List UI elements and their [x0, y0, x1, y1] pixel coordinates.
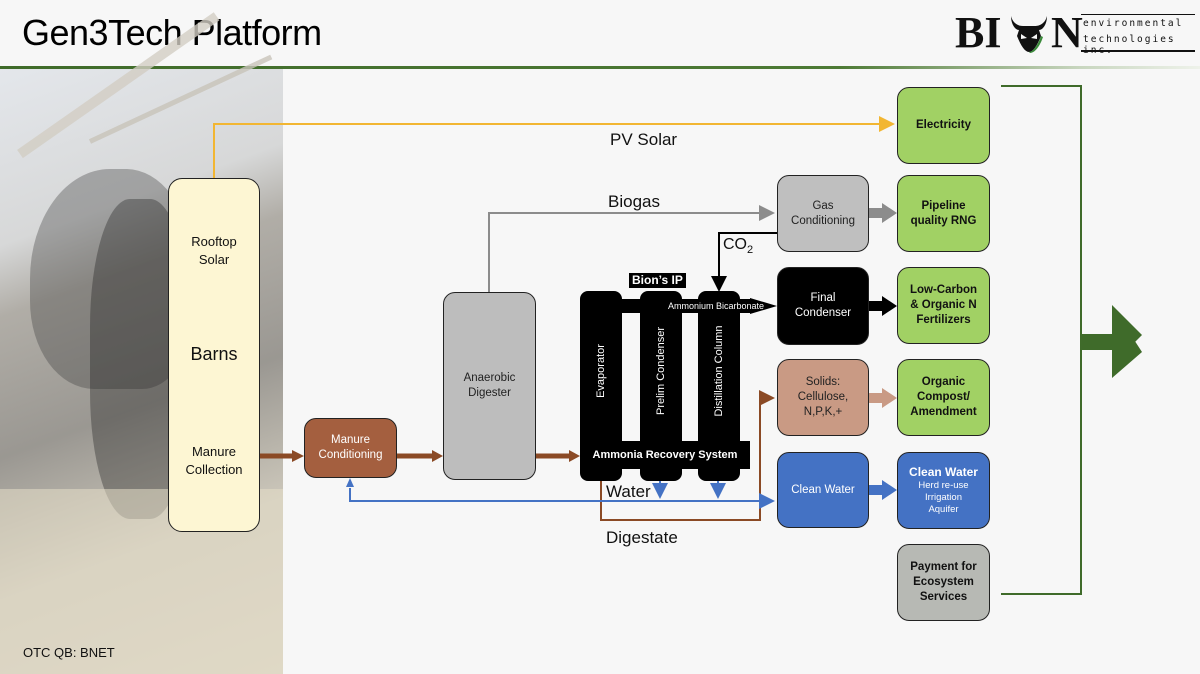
- barns-label: Barns: [190, 344, 238, 364]
- node-text: Collection: [185, 462, 243, 477]
- rng-arrow: [869, 203, 897, 223]
- fertilizer-arrow: [869, 296, 897, 316]
- output-electricity: Electricity: [897, 87, 990, 164]
- node-text: Prelim Condenser: [655, 326, 667, 416]
- node-text: Electricity: [916, 119, 971, 131]
- node-text: Conditioning: [791, 214, 855, 227]
- node-text: Amendment: [910, 406, 977, 418]
- node-text: Condenser: [794, 307, 852, 319]
- co2-label: CO2: [723, 236, 754, 257]
- node-text: Pipeline: [921, 199, 966, 212]
- node-text: Low-Carbon: [909, 284, 978, 296]
- ammonia-recovery-system: Evaporator Prelim Condenser Distillation…: [580, 291, 764, 481]
- node-text: Manure: [331, 434, 370, 446]
- node-text: Distillation Column: [713, 325, 725, 417]
- bions-ip-badge: Bion’s IP: [629, 273, 686, 288]
- node-text: Low-Carbon & Organic N Fertilizers: [910, 283, 977, 328]
- logo-brand-left: BI: [955, 8, 1002, 57]
- node-text: Digester: [468, 387, 511, 399]
- node-text: Aquifer: [928, 504, 959, 515]
- node-text: Cellulose,: [797, 391, 849, 403]
- compost-arrow: [869, 388, 897, 408]
- node-text: N,P,K,+: [803, 406, 843, 418]
- node-text: Clean Water: [909, 465, 978, 479]
- node-text: Payment for: [910, 561, 977, 573]
- prelim-condenser-column: Prelim Condenser: [640, 291, 682, 481]
- node-text: Pipeline quality RNG: [911, 199, 977, 229]
- cows-background-photo: [0, 12, 283, 674]
- pv-solar-label: PV Solar: [610, 130, 678, 149]
- node-text: Solids:: [805, 376, 841, 388]
- node-text: Irrigation: [925, 492, 962, 503]
- logo-line1: environmental: [1083, 18, 1184, 29]
- node-text: Gas: [812, 199, 834, 212]
- node-text: Anaerobic: [463, 372, 516, 384]
- node-text: & Organic N: [910, 299, 977, 311]
- node-text: Conditioning: [318, 449, 383, 461]
- bull-head-icon: [1011, 16, 1047, 53]
- node-text: Final: [810, 292, 836, 304]
- manure-collection-label: Manure Collection: [169, 443, 259, 479]
- pv-solar-line: [213, 116, 895, 178]
- digestate-label: Digestate: [606, 528, 678, 547]
- ammonium-bicarbonate-arrow: [750, 298, 777, 314]
- bion-logo: BI N environmental technologies inc.: [955, 8, 1195, 57]
- output-fertilizers: Low-Carbon & Organic N Fertilizers: [897, 267, 990, 344]
- stock-ticker: OTC QB: BNET: [23, 645, 115, 660]
- outputs-bracket: [1001, 85, 1082, 595]
- header-divider: [0, 66, 1200, 69]
- node-text: quality RNG: [910, 214, 977, 227]
- node-text: Services: [919, 591, 968, 603]
- node-text: Ecosystem: [913, 576, 974, 588]
- clean-water-process-node: Clean Water: [777, 452, 869, 528]
- output-pipeline-rng: Pipeline quality RNG: [897, 175, 990, 252]
- node-text: Evaporator: [595, 344, 607, 398]
- digestate-line: [600, 390, 775, 521]
- ammonium-bicarbonate-label: Ammonium Bicarbonate: [668, 301, 765, 311]
- node-text: Organic: [921, 376, 966, 388]
- slide-header: Gen3Tech Platform BI N environmental tec…: [0, 0, 1200, 67]
- co2-line: [711, 232, 777, 292]
- solids-node: Solids: Cellulose, N,P,K,+: [777, 359, 869, 436]
- node-text: Solar: [198, 252, 230, 267]
- node-text: Compost/: [916, 391, 970, 403]
- clean-water-arrow: [869, 480, 897, 500]
- node-text: Manure: [191, 444, 237, 459]
- water-line: [349, 488, 775, 509]
- evaporator-column: Evaporator: [580, 291, 622, 481]
- node-text: Solids: Cellulose, N,P,K,+: [798, 375, 849, 420]
- output-clean-water: Clean Water Herd re-use Irrigation Aquif…: [897, 452, 990, 529]
- distillation-column: Distillation Column: [698, 291, 740, 481]
- water-label: Water: [606, 482, 651, 501]
- ammonia-recovery-label: Ammonia Recovery System: [592, 449, 738, 461]
- biogas-line: [488, 205, 775, 292]
- node-text: Rooftop: [191, 234, 237, 249]
- node-text: Fertilizers: [916, 314, 971, 326]
- rooftop-solar-label: Rooftop Solar: [169, 233, 259, 269]
- barns-node: Rooftop Solar Barns Manure Collection: [168, 178, 260, 532]
- node-text: Clean Water: [791, 483, 855, 496]
- biogas-label: Biogas: [608, 192, 660, 211]
- logo-brand-right: N: [1051, 8, 1083, 57]
- node-text: Herd re-use: [918, 480, 969, 491]
